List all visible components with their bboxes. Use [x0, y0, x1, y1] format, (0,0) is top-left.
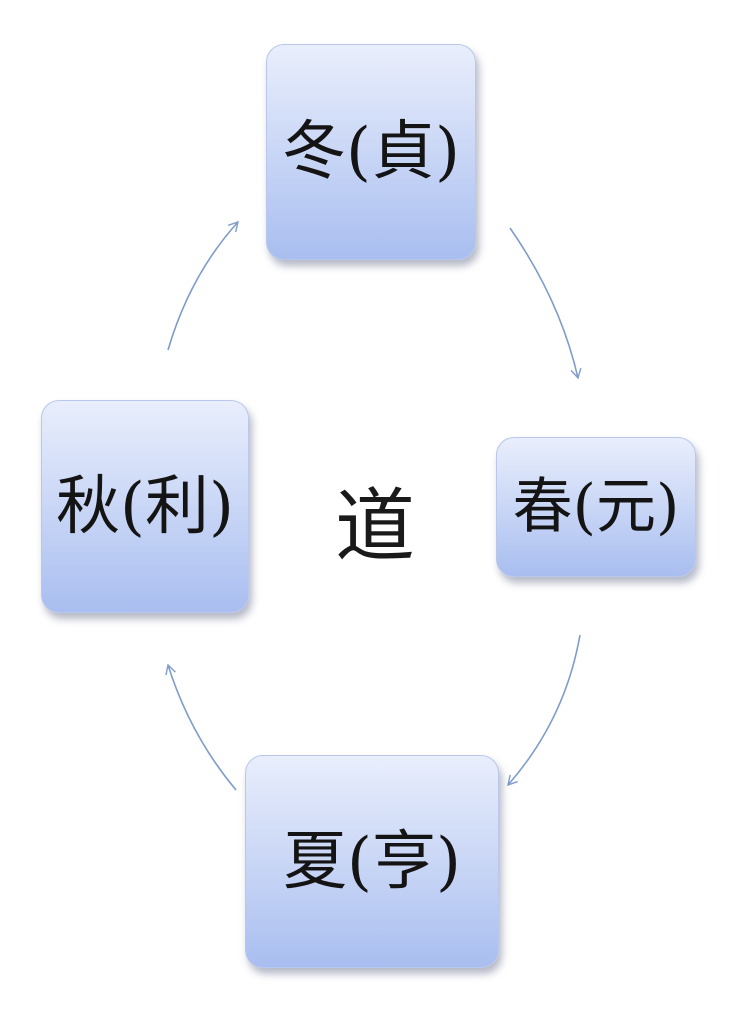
node-spring-label: 春(元)	[512, 472, 680, 542]
node-winter-label: 冬(貞)	[282, 115, 460, 189]
node-summer-label: 夏(亨)	[283, 824, 461, 899]
arrow-summer-to-autumn	[165, 663, 237, 791]
node-summer: 夏(亨)	[245, 755, 499, 968]
node-spring: 春(元)	[496, 437, 696, 577]
node-winter: 冬(貞)	[266, 44, 476, 260]
arrow-spring-to-summer	[507, 634, 581, 787]
center-label: 道	[335, 480, 415, 573]
node-autumn: 秋(利)	[41, 400, 249, 613]
arrow-winter-to-spring	[509, 227, 582, 380]
arrow-autumn-to-winter	[167, 220, 239, 351]
node-autumn-label: 秋(利)	[56, 469, 234, 544]
